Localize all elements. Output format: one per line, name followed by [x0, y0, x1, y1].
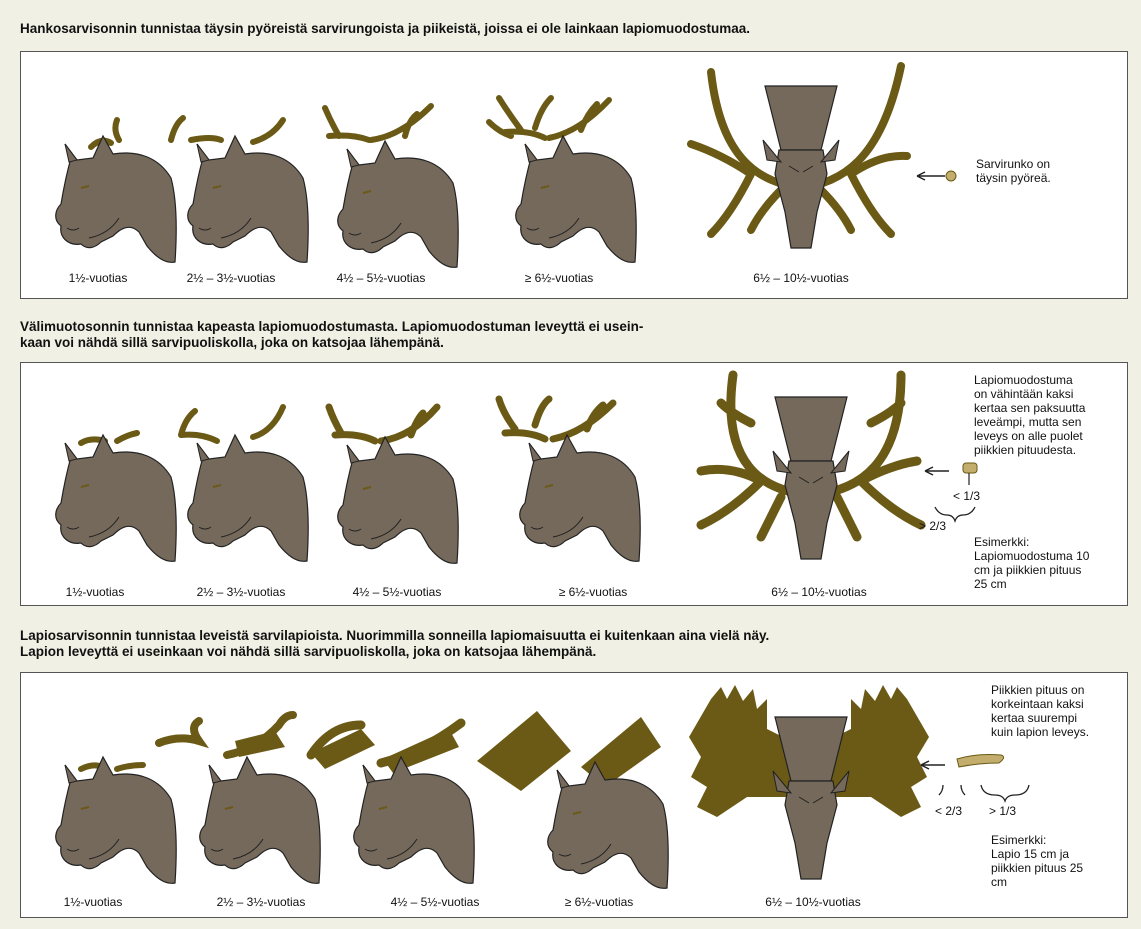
age-label: 2½ – 3½-vuotias [217, 895, 306, 909]
section-3-panel: 1½-vuotias 2½ – 3½-vuotias 4½ – 5½-vuoti… [20, 672, 1128, 918]
section-3-example: Esimerkki: Lapio 15 cm ja piikkien pituu… [991, 833, 1083, 889]
age-label: 4½ – 5½-vuotias [353, 585, 442, 599]
age-label: 6½ – 10½-vuotias [765, 895, 860, 909]
section-2-example: Esimerkki: Lapiomuodostuma 10 cm ja piik… [974, 535, 1089, 591]
age-label: 1½-vuotias [64, 895, 123, 909]
section-2-heading: Välimuotosonnin tunnistaa kapeasta lapio… [20, 319, 643, 351]
ratio-label-b: > 2/3 [919, 519, 946, 533]
section-3-heading: Lapiosarvisonnin tunnistaa leveistä sarv… [20, 628, 769, 660]
age-label: 2½ – 3½-vuotias [187, 271, 276, 285]
age-label: 2½ – 3½-vuotias [197, 585, 286, 599]
section-2-illustration [21, 363, 1129, 607]
age-label: 1½-vuotias [69, 271, 128, 285]
age-label: 4½ – 5½-vuotias [337, 271, 426, 285]
age-label: 6½ – 10½-vuotias [771, 585, 866, 599]
section-1-heading: Hankosarvisonnin tunnistaa täysin pyörei… [20, 21, 750, 37]
age-label: 1½-vuotias [66, 585, 125, 599]
ratio-label-a: < 2/3 [935, 804, 962, 818]
age-label: 6½ – 10½-vuotias [753, 271, 848, 285]
section-2-panel: 1½-vuotias 2½ – 3½-vuotias 4½ – 5½-vuoti… [20, 362, 1128, 606]
age-label: 4½ – 5½-vuotias [391, 895, 480, 909]
age-label: ≥ 6½-vuotias [559, 585, 628, 599]
section-2-note: Lapiomuodostuma on vähintään kaksi kerta… [974, 373, 1085, 457]
section-3-note: Piikkien pituus on korkeintaan kaksi ker… [991, 683, 1089, 739]
ratio-label-b: > 1/3 [989, 804, 1016, 818]
section-1-note: Sarvirunko on täysin pyöreä. [976, 157, 1051, 185]
section-1-panel: 1½-vuotias 2½ – 3½-vuotias 4½ – 5½-vuoti… [20, 51, 1128, 299]
ratio-label-a: < 1/3 [953, 489, 980, 503]
age-label: ≥ 6½-vuotias [525, 271, 594, 285]
age-label: ≥ 6½-vuotias [565, 895, 634, 909]
section-1-illustration [21, 52, 1129, 300]
section-3-illustration [21, 673, 1129, 919]
